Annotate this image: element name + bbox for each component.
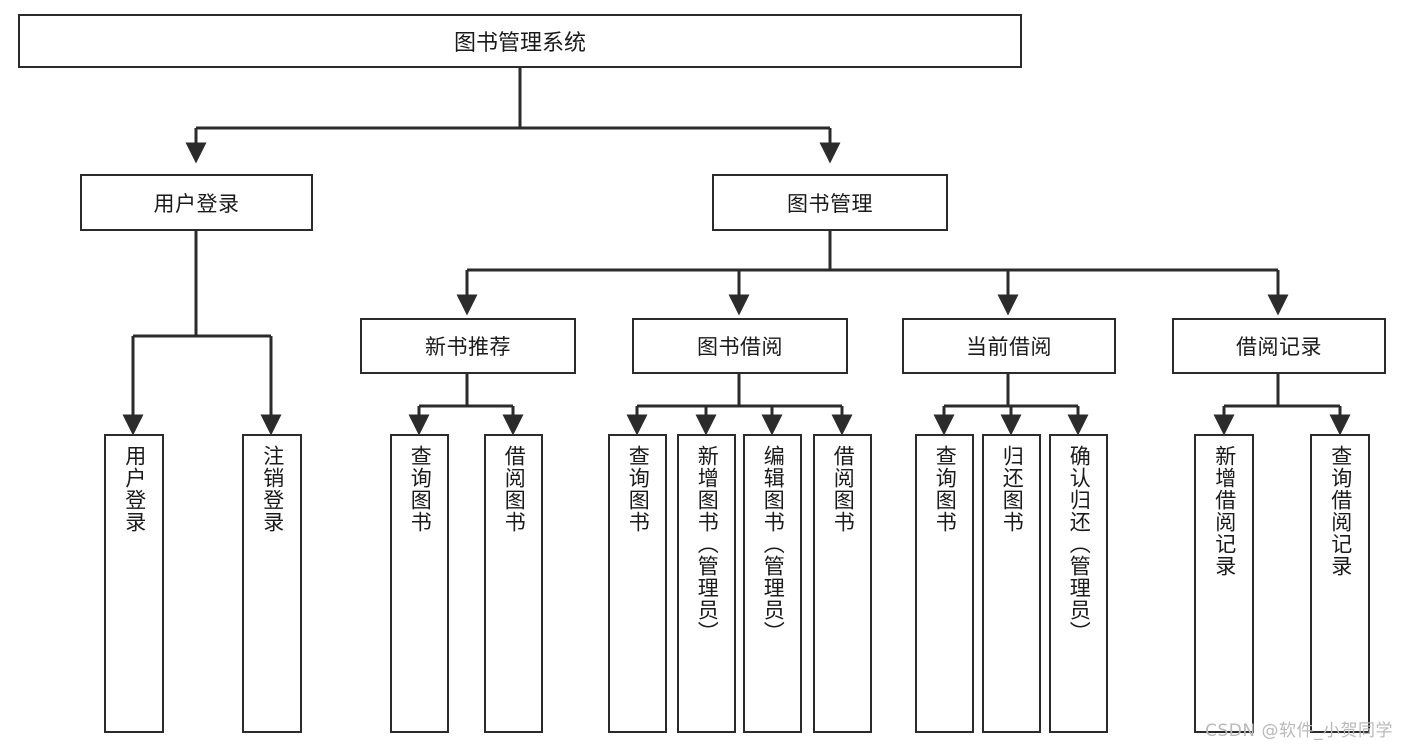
node-leaf-query-book-cb[interactable]: 查询图书 [915,434,974,733]
node-leaf-edit-book-admin[interactable]: 编辑图书（管理员） [743,434,802,733]
node-leaf-query-book-bb[interactable]: 查询图书 [608,434,667,733]
node-current-borrow[interactable]: 当前借阅 [902,318,1116,374]
node-leaf-return-book[interactable]: 归还图书 [982,434,1041,733]
node-leaf-add-borrow-record-label: 新增借阅记录 [1212,445,1237,577]
node-leaf-logout-label: 注销登录 [260,445,285,533]
node-leaf-return-book-label: 归还图书 [1000,445,1025,533]
node-leaf-query-book-nb[interactable]: 查询图书 [390,434,449,733]
node-leaf-add-book-admin[interactable]: 新增图书（管理员） [677,434,736,733]
node-new-book-recommend[interactable]: 新书推荐 [360,318,576,374]
node-leaf-edit-book-admin-label: 编辑图书（管理员） [761,445,786,643]
node-leaf-add-book-admin-label: 新增图书（管理员） [695,445,720,643]
node-leaf-query-book-cb-label: 查询图书 [933,445,958,533]
node-user-login[interactable]: 用户登录 [80,174,313,231]
node-leaf-query-book-nb-label: 查询图书 [408,445,433,533]
node-leaf-user-login-label: 用户登录 [122,445,147,533]
node-leaf-borrow-book-nb-label: 借阅图书 [502,445,527,533]
node-leaf-borrow-book-bb-label: 借阅图书 [831,445,856,533]
node-leaf-user-login[interactable]: 用户登录 [104,434,164,733]
node-book-borrow-label: 图书借阅 [697,335,783,359]
node-leaf-query-book-bb-label: 查询图书 [626,445,651,533]
node-book-borrow[interactable]: 图书借阅 [632,318,848,374]
node-leaf-borrow-book-nb[interactable]: 借阅图书 [484,434,543,733]
node-leaf-confirm-return-admin-label: 确认归还（管理员） [1067,445,1092,643]
node-new-book-recommend-label: 新书推荐 [425,335,511,359]
node-leaf-confirm-return-admin[interactable]: 确认归还（管理员） [1049,434,1108,733]
node-leaf-query-borrow-record[interactable]: 查询借阅记录 [1310,434,1370,733]
node-leaf-query-borrow-record-label: 查询借阅记录 [1328,445,1353,577]
node-borrow-record[interactable]: 借阅记录 [1172,318,1386,374]
node-current-borrow-label: 当前借阅 [966,335,1052,359]
node-leaf-add-borrow-record[interactable]: 新增借阅记录 [1194,434,1254,733]
node-borrow-record-label: 借阅记录 [1236,335,1322,359]
node-root-system-label: 图书管理系统 [453,31,586,56]
node-leaf-borrow-book-bb[interactable]: 借阅图书 [813,434,872,733]
node-book-management-label: 图书管理 [787,191,873,216]
node-leaf-logout[interactable]: 注销登录 [242,434,302,733]
node-user-login-label: 用户登录 [153,191,240,216]
node-book-management[interactable]: 图书管理 [712,174,948,231]
node-root-system[interactable]: 图书管理系统 [18,14,1022,68]
